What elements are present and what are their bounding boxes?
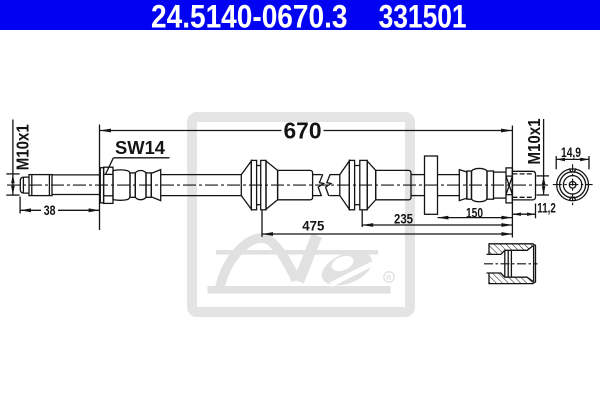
svg-text:R: R bbox=[386, 275, 391, 282]
svg-text:M10x1: M10x1 bbox=[524, 118, 544, 164]
svg-text:670: 670 bbox=[284, 118, 322, 144]
svg-text:235: 235 bbox=[394, 211, 413, 227]
svg-text:SW14: SW14 bbox=[115, 137, 166, 158]
svg-text:331501: 331501 bbox=[379, 0, 467, 35]
svg-text:38: 38 bbox=[44, 202, 56, 218]
svg-text:14,9: 14,9 bbox=[561, 144, 581, 160]
svg-text:150: 150 bbox=[466, 204, 483, 220]
svg-text:M10x1: M10x1 bbox=[13, 124, 33, 170]
svg-text:475: 475 bbox=[302, 218, 324, 234]
svg-text:24.5140-0670.3: 24.5140-0670.3 bbox=[151, 0, 348, 35]
svg-text:11,2: 11,2 bbox=[537, 200, 556, 216]
